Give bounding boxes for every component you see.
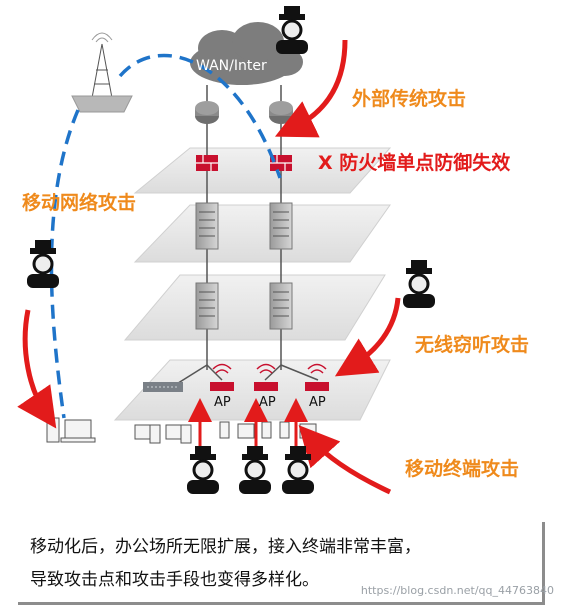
attacker-icon <box>27 240 59 288</box>
caption-line-2: 导致攻击点和攻击手段也变得多样化。 <box>30 570 319 590</box>
plate-access <box>113 359 391 421</box>
attacker-icon <box>239 446 271 494</box>
label-external-attack: 外部传统攻击 <box>352 88 467 110</box>
plate-aggregation <box>123 274 386 341</box>
access-point-icon <box>210 363 234 391</box>
watermark-url: https://blog.csdn.net/qq_44763840 <box>360 584 554 597</box>
caption-box <box>18 522 545 605</box>
caption-line-1: 移动化后，办公场所无限扩展，接入终端非常丰富， <box>30 537 421 557</box>
core-switch-icon <box>195 202 219 250</box>
ap-label: AP <box>214 395 231 410</box>
layer-plates <box>113 147 392 421</box>
attacker-icon <box>403 260 435 308</box>
aggregation-switch-icon <box>269 282 293 330</box>
router-icon <box>269 101 293 124</box>
label-firewall-failure: X 防火墙单点防御失效 <box>318 152 511 174</box>
attacker-icon <box>187 446 219 494</box>
cloud-icon <box>190 22 303 85</box>
router-icon <box>195 101 219 124</box>
access-switch-icon <box>143 382 183 392</box>
cloud-label: WAN/Inter <box>196 58 267 74</box>
attack-arrows <box>17 39 401 495</box>
access-point-icon <box>254 363 278 391</box>
plate-core <box>133 204 391 263</box>
label-wireless-eavesdrop: 无线窃听攻击 <box>415 334 530 356</box>
label-mobile-network-attack: 移动网络攻击 <box>22 192 137 214</box>
firewall-icon <box>270 155 292 171</box>
cell-tower-icon <box>71 32 133 113</box>
ap-label: AP <box>259 395 276 410</box>
aggregation-switch-icon <box>195 282 219 330</box>
access-point-icon <box>305 363 329 391</box>
ap-label: AP <box>309 395 326 410</box>
endpoint-devices <box>46 417 317 444</box>
core-switch-icon <box>269 202 293 250</box>
attacker-icon <box>282 446 314 494</box>
firewall-icon <box>196 155 218 171</box>
label-terminal-attack: 移动终端攻击 <box>405 458 520 480</box>
attacker-icon <box>276 6 308 54</box>
